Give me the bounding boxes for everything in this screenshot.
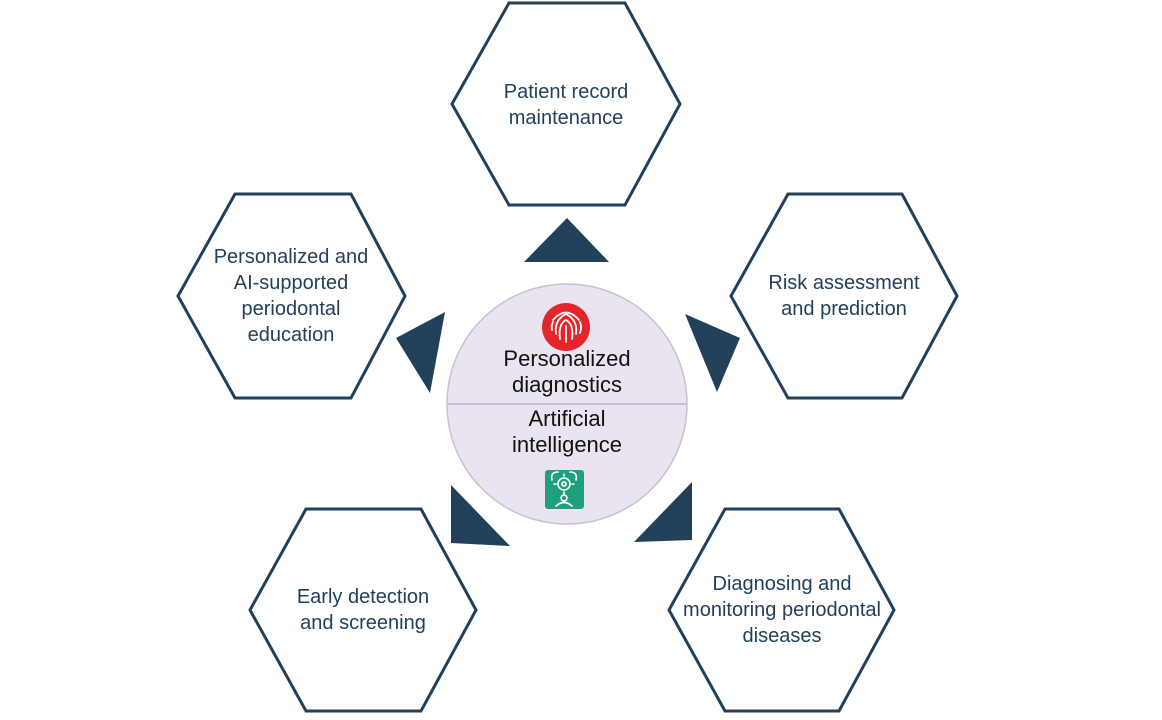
hexagon-education-line-3: periodontal: [242, 298, 341, 320]
hexagon-education-line-2: AI-supported: [234, 272, 349, 294]
ai-brain-gear-icon: [545, 470, 584, 509]
hexagon-patient-record: Patient record maintenance: [450, 1, 682, 207]
arrow-lower-left-icon: [451, 485, 510, 546]
center-bottom-line-1: Artificial: [528, 406, 605, 431]
hexagon-early-detection-line-2: and screening: [300, 612, 426, 634]
arrow-upper-right-icon: [685, 314, 740, 392]
center-circle: Personalized diagnostics Artificial inte…: [446, 283, 688, 525]
hexagon-diagnosing-line-2: monitoring periodontal: [683, 599, 881, 621]
hexagon-risk-assessment-line-1: Risk assessment: [768, 272, 920, 294]
hexagon-diagnosing: Diagnosing and monitoring periodontal di…: [667, 507, 896, 713]
center-top-line-2: diagnostics: [512, 372, 622, 397]
fingerprint-icon: [542, 303, 590, 351]
hexagon-patient-record-line-2: maintenance: [509, 107, 624, 129]
hexagon-risk-assessment-line-2: and prediction: [781, 298, 907, 320]
arrow-lower-right-icon: [634, 482, 692, 542]
hexagon-diagnosing-line-1: Diagnosing and: [713, 573, 852, 595]
hexagon-education-line-4: education: [248, 324, 335, 346]
hexagon-education: Personalized and AI-supported periodonta…: [176, 192, 407, 400]
hexagon-early-detection-line-1: Early detection: [297, 586, 429, 608]
hexagon-education-line-1: Personalized and: [214, 246, 369, 268]
hexagon-early-detection: Early detection and screening: [248, 507, 478, 713]
hexagon-risk-assessment: Risk assessment and prediction: [729, 192, 959, 400]
center-top-line-1: Personalized: [503, 346, 630, 371]
arrow-up-icon: [524, 218, 609, 262]
center-bottom-line-2: intelligence: [512, 432, 622, 457]
hexagon-patient-record-line-1: Patient record: [504, 81, 629, 103]
hexagon-diagnosing-line-3: diseases: [743, 625, 822, 647]
arrow-upper-left-icon: [396, 312, 445, 393]
